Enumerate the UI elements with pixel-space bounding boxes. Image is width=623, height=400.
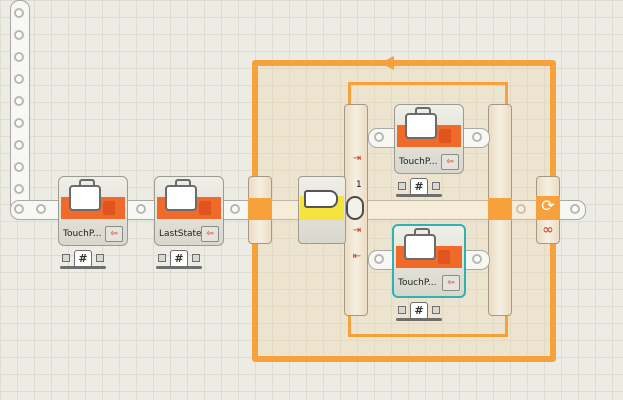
write-mode-icon: ⇦: [442, 275, 460, 291]
data-plug[interactable]: #: [396, 302, 442, 322]
loop-start-band: [248, 198, 272, 220]
plug-port-icon: [398, 182, 406, 190]
switch-bottom-left: [348, 316, 351, 336]
beam-hole: [472, 254, 482, 264]
variable-notch: [199, 201, 211, 215]
plug-base: [60, 266, 106, 269]
suitcase-icon: [404, 228, 436, 260]
beam-hole: [14, 74, 24, 84]
beam-hole: [516, 204, 526, 214]
plug-base: [396, 318, 442, 321]
loop-end-band: [536, 196, 560, 220]
plug-base: [156, 266, 202, 269]
switch-top-line: [348, 82, 508, 85]
data-plug[interactable]: #: [396, 178, 442, 198]
block-label: TouchP...: [398, 278, 437, 288]
data-plug[interactable]: #: [156, 250, 202, 270]
switch-port-icon: ⇤: [352, 251, 362, 262]
beam-hole: [14, 118, 24, 128]
write-mode-icon: ⇦: [441, 154, 459, 170]
beam-hole: [230, 204, 240, 214]
beam-hole: [374, 254, 384, 264]
variable-block-laststate[interactable]: LastState ⇦: [154, 176, 224, 246]
beam-hole: [14, 140, 24, 150]
loop-return-arrow-icon: [380, 56, 394, 70]
switch-port-icon: ⇥: [352, 153, 362, 164]
suitcase-icon: [405, 107, 437, 139]
variable-block-touchpressed-false[interactable]: TouchP... ⇦: [392, 224, 466, 298]
variable-notch: [103, 201, 115, 215]
plug-port-icon: [158, 254, 166, 262]
switch-top-right: [505, 82, 508, 106]
suitcase-icon: [165, 179, 197, 211]
plug-port-icon: [192, 254, 200, 262]
beam-hole: [374, 132, 384, 142]
block-label: TouchP...: [63, 229, 102, 239]
switch-top-left: [348, 82, 351, 106]
switch-bottom-right: [505, 316, 508, 336]
loop-rotate-icon: ⟳: [541, 196, 555, 215]
plug-port-icon: [62, 254, 70, 262]
write-mode-icon: ⇦: [201, 226, 219, 242]
beam-hole: [14, 52, 24, 62]
write-mode-icon: ⇦: [105, 226, 123, 242]
beam-hole: [136, 204, 146, 214]
switch-right-band: [488, 198, 512, 220]
beam-hole: [36, 204, 46, 214]
variable-notch: [439, 129, 451, 143]
beam-hole: [14, 162, 24, 172]
beam-hole: [14, 30, 24, 40]
switch-port-icon: ⇥: [352, 225, 362, 236]
data-plug[interactable]: #: [60, 250, 106, 270]
plug-port-icon: [96, 254, 104, 262]
block-label: LastState: [159, 229, 202, 239]
plug-port-icon: [398, 306, 406, 314]
switch-bottom-line: [348, 334, 508, 337]
beam-hole: [14, 184, 24, 194]
switch-case-number: 1: [356, 180, 362, 190]
beam-hole: [14, 8, 24, 18]
block-label: TouchP...: [399, 157, 438, 167]
plug-base: [396, 194, 442, 197]
beam-hole: [14, 204, 24, 214]
switch-condition-icon: [346, 196, 364, 220]
beam-hole: [570, 204, 580, 214]
variable-block-touchpressed[interactable]: TouchP... ⇦: [58, 176, 128, 246]
beam-hole: [14, 96, 24, 106]
pointing-hand-icon: [304, 190, 338, 208]
plug-port-icon: [432, 182, 440, 190]
infinity-icon: ∞: [542, 222, 554, 238]
plug-port-icon: [432, 306, 440, 314]
variable-block-touchpressed-true[interactable]: TouchP... ⇦: [394, 104, 464, 174]
suitcase-icon: [69, 179, 101, 211]
variable-notch: [438, 250, 450, 264]
beam-hole: [472, 132, 482, 142]
